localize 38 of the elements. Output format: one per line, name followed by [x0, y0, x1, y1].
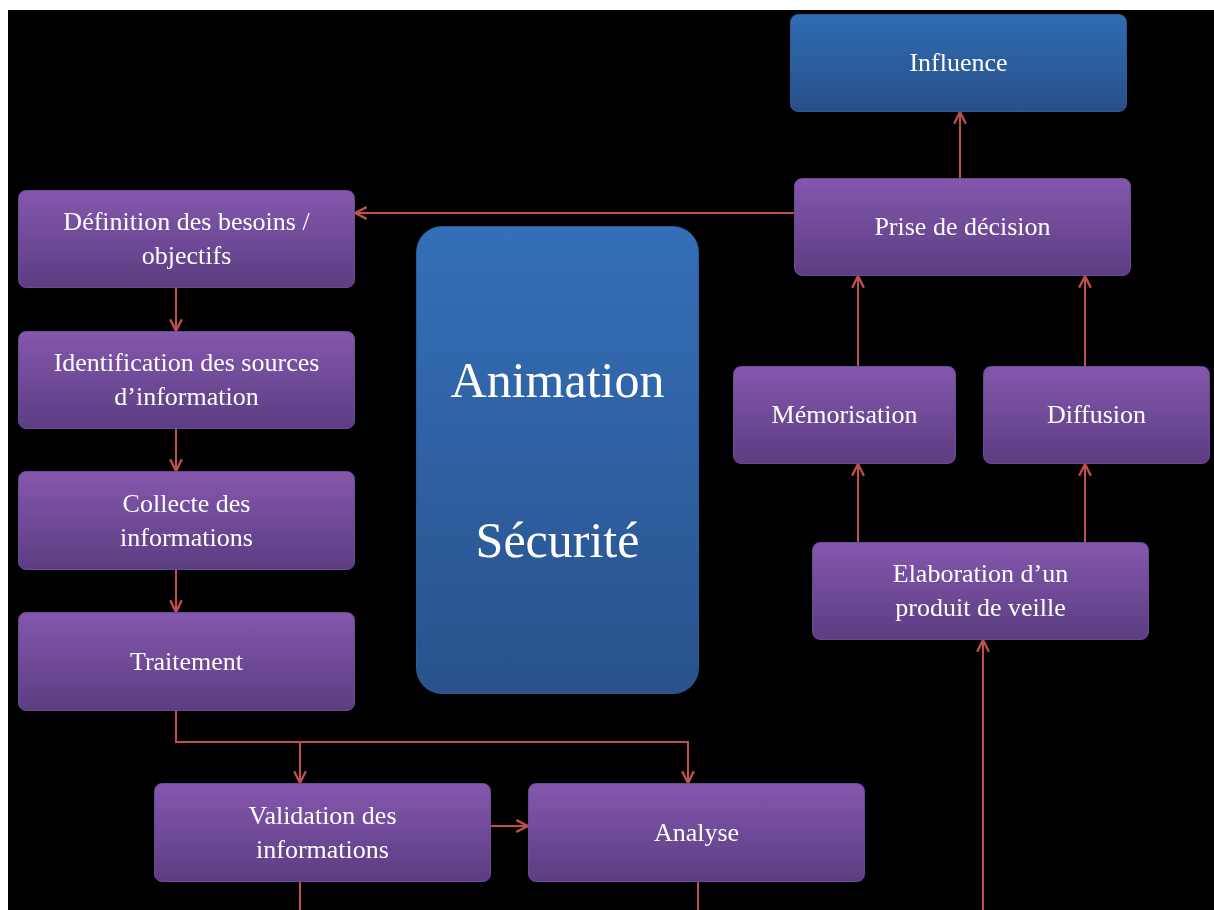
- process-box: [154, 783, 491, 882]
- process-box: [18, 331, 355, 429]
- node-label: Collecte des informations: [119, 487, 254, 554]
- connector-line: [697, 881, 699, 910]
- process-box: [528, 783, 865, 882]
- connector-line: [299, 881, 301, 910]
- process-box: [794, 178, 1131, 276]
- arrow: [1078, 462, 1092, 543]
- arrow: [169, 287, 183, 333]
- process-box: [18, 190, 355, 288]
- process-box: [983, 366, 1210, 464]
- process-box: [416, 226, 699, 694]
- arrow: [490, 819, 530, 833]
- arrow: [851, 274, 865, 367]
- process-box: [18, 471, 355, 570]
- node-label: Diffusion: [1046, 399, 1147, 431]
- arrow: [1078, 274, 1092, 367]
- node-label: Validation des informations: [247, 799, 398, 866]
- node-label: Traitement: [129, 645, 244, 678]
- arrow: [976, 638, 990, 910]
- node-label: Mémorisation: [771, 399, 918, 431]
- node-label: Animation: [450, 351, 665, 410]
- node-label: Prise de décision: [874, 211, 1051, 243]
- process-box: [812, 542, 1149, 640]
- arrow: [953, 110, 967, 179]
- node-label: Influence: [909, 47, 1008, 79]
- node-label: Analyse: [653, 816, 740, 849]
- process-box: [18, 612, 355, 711]
- node-label: Elaboration d’un produit de veille: [891, 558, 1070, 624]
- process-box: [733, 366, 956, 464]
- node-label: Sécurité: [475, 511, 640, 570]
- node-label: Définition des besoins / objectifs: [62, 206, 311, 272]
- arrow: [851, 462, 865, 543]
- process-box: [790, 14, 1127, 112]
- node-label: Identification des sources d’information: [52, 347, 321, 413]
- arrow: [353, 206, 795, 220]
- arrow: [169, 569, 183, 614]
- arrow: [169, 428, 183, 473]
